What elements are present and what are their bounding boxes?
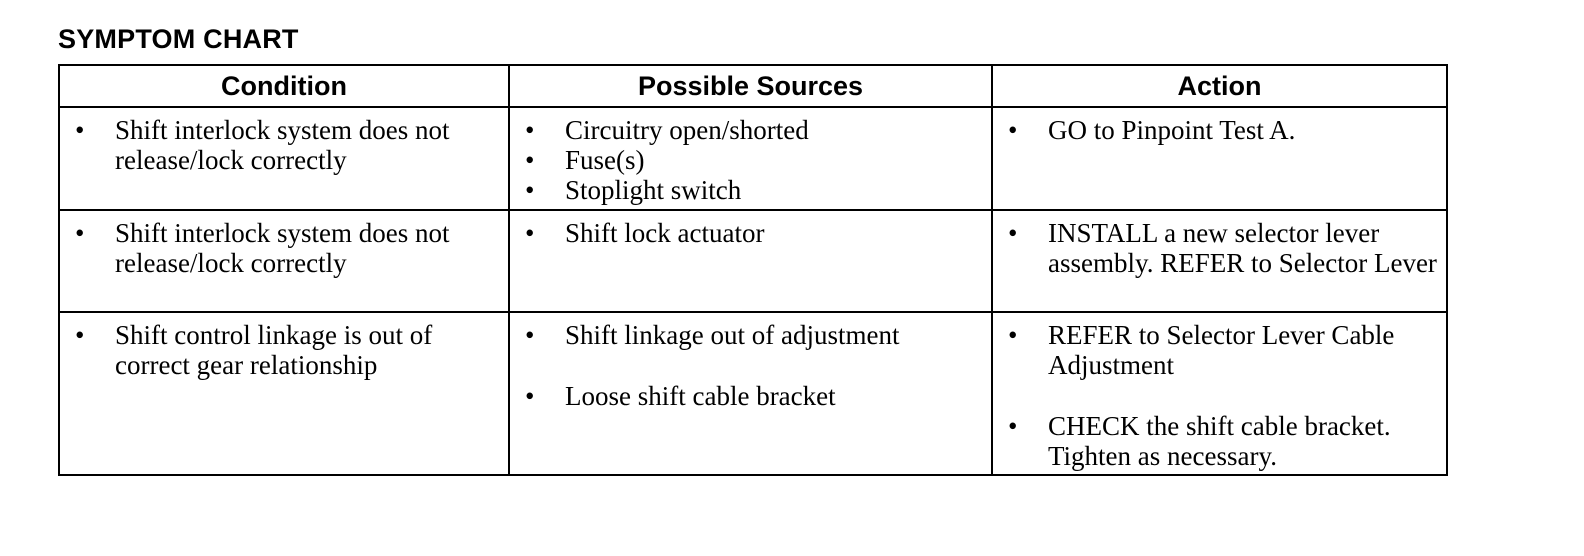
sources-list: Shift linkage out of adjustment Loose sh… — [510, 313, 991, 411]
action-item: REFER to Selector Lever Cable Adjustment — [993, 320, 1446, 380]
action-list: INSTALL a new selector lever assembly. R… — [993, 211, 1446, 278]
action-item: CHECK the shift cable bracket. Tighten a… — [993, 411, 1446, 471]
sources-cell: Circuitry open/shorted Fuse(s) Stoplight… — [508, 106, 993, 211]
action-item: GO to Pinpoint Test A. — [993, 115, 1446, 145]
sources-cell: Shift linkage out of adjustment Loose sh… — [508, 311, 993, 476]
sources-cell: Shift lock actuator — [508, 209, 993, 313]
table-row: Shift interlock system does not release/… — [58, 106, 1448, 211]
symptom-chart-table: Condition Possible Sources Action Shift … — [58, 64, 1448, 476]
source-item: Shift lock actuator — [510, 218, 991, 248]
source-item: Loose shift cable bracket — [510, 381, 991, 411]
action-list: GO to Pinpoint Test A. — [993, 108, 1446, 145]
action-cell: GO to Pinpoint Test A. — [991, 106, 1448, 211]
sources-list: Shift lock actuator — [510, 211, 991, 248]
sources-list: Circuitry open/shorted Fuse(s) Stoplight… — [510, 108, 991, 205]
condition-item: Shift interlock system does not release/… — [60, 218, 508, 278]
column-header-condition: Condition — [58, 64, 510, 108]
source-item: Circuitry open/shorted — [510, 115, 991, 145]
column-header-action: Action — [991, 64, 1448, 108]
action-cell: INSTALL a new selector lever assembly. R… — [991, 209, 1448, 313]
table-header-row: Condition Possible Sources Action — [58, 64, 1448, 108]
source-item: Stoplight switch — [510, 175, 991, 205]
source-item: Fuse(s) — [510, 145, 991, 175]
condition-list: Shift interlock system does not release/… — [60, 211, 508, 278]
condition-item: Shift control linkage is out of correct … — [60, 320, 508, 380]
condition-list: Shift control linkage is out of correct … — [60, 313, 508, 380]
column-header-possible-sources: Possible Sources — [508, 64, 993, 108]
action-list: REFER to Selector Lever Cable Adjustment… — [993, 313, 1446, 471]
table-row: Shift control linkage is out of correct … — [58, 311, 1448, 476]
condition-cell: Shift control linkage is out of correct … — [58, 311, 510, 476]
condition-item: Shift interlock system does not release/… — [60, 115, 508, 175]
action-item: INSTALL a new selector lever assembly. R… — [993, 218, 1446, 278]
chart-title: SYMPTOM CHART — [58, 24, 299, 54]
condition-cell: Shift interlock system does not release/… — [58, 106, 510, 211]
condition-cell: Shift interlock system does not release/… — [58, 209, 510, 313]
source-item: Shift linkage out of adjustment — [510, 320, 991, 350]
action-cell: REFER to Selector Lever Cable Adjustment… — [991, 311, 1448, 476]
condition-list: Shift interlock system does not release/… — [60, 108, 508, 175]
table-row: Shift interlock system does not release/… — [58, 209, 1448, 313]
